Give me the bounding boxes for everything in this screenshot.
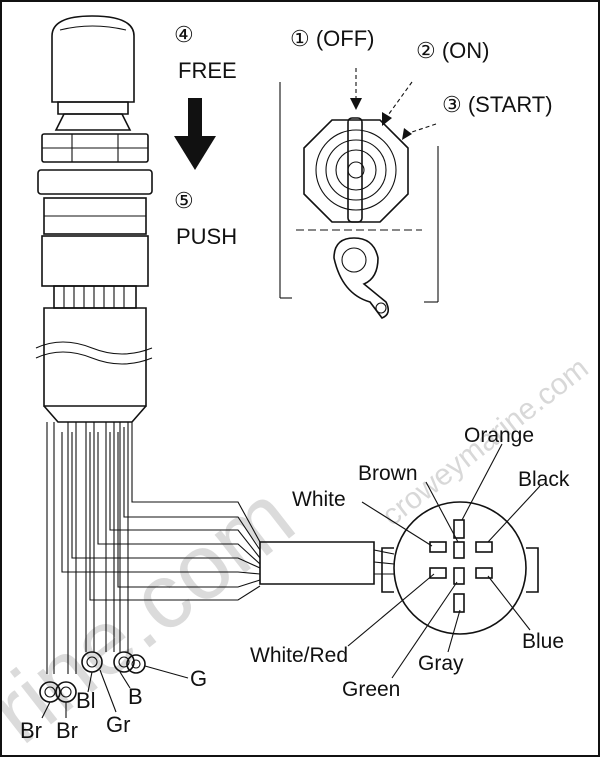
wire-label-white: White: [292, 488, 346, 511]
step-push-label: PUSH: [176, 224, 237, 249]
wire-label-white-red: White/Red: [250, 644, 348, 667]
key-position-detail: [279, 68, 439, 319]
terminal-label-b: B: [128, 684, 143, 709]
terminal-group: [39, 651, 189, 719]
connector-face: [347, 443, 541, 679]
wire-label-brown: Brown: [358, 462, 418, 485]
step-free-label: FREE: [178, 58, 237, 83]
wire-label-black: Black: [518, 468, 570, 491]
position-on-label: ② (ON): [416, 38, 490, 63]
step-push-number: ⑤: [174, 188, 194, 213]
wire-harness: [46, 422, 261, 674]
terminal-label-bl: Bl: [76, 688, 96, 713]
cable: [259, 541, 395, 585]
step-free-number: ④: [174, 22, 194, 47]
position-off-label: ① (OFF): [290, 26, 374, 51]
terminal-label-gr: Gr: [106, 712, 130, 737]
wire-label-orange: Orange: [464, 424, 534, 447]
switch-body: [35, 15, 153, 423]
wire-label-blue: Blue: [522, 630, 564, 653]
push-arrow-icon: [174, 98, 216, 170]
terminal-label-br-2: Br: [56, 718, 78, 743]
terminal-label-g: G: [190, 666, 207, 691]
terminal-label-br-1: Br: [20, 718, 42, 743]
watermark-large: rine.com: [2, 465, 312, 755]
position-start-label: ③ (START): [442, 92, 553, 117]
wire-label-gray: Gray: [418, 652, 464, 675]
wire-label-green: Green: [342, 678, 400, 701]
